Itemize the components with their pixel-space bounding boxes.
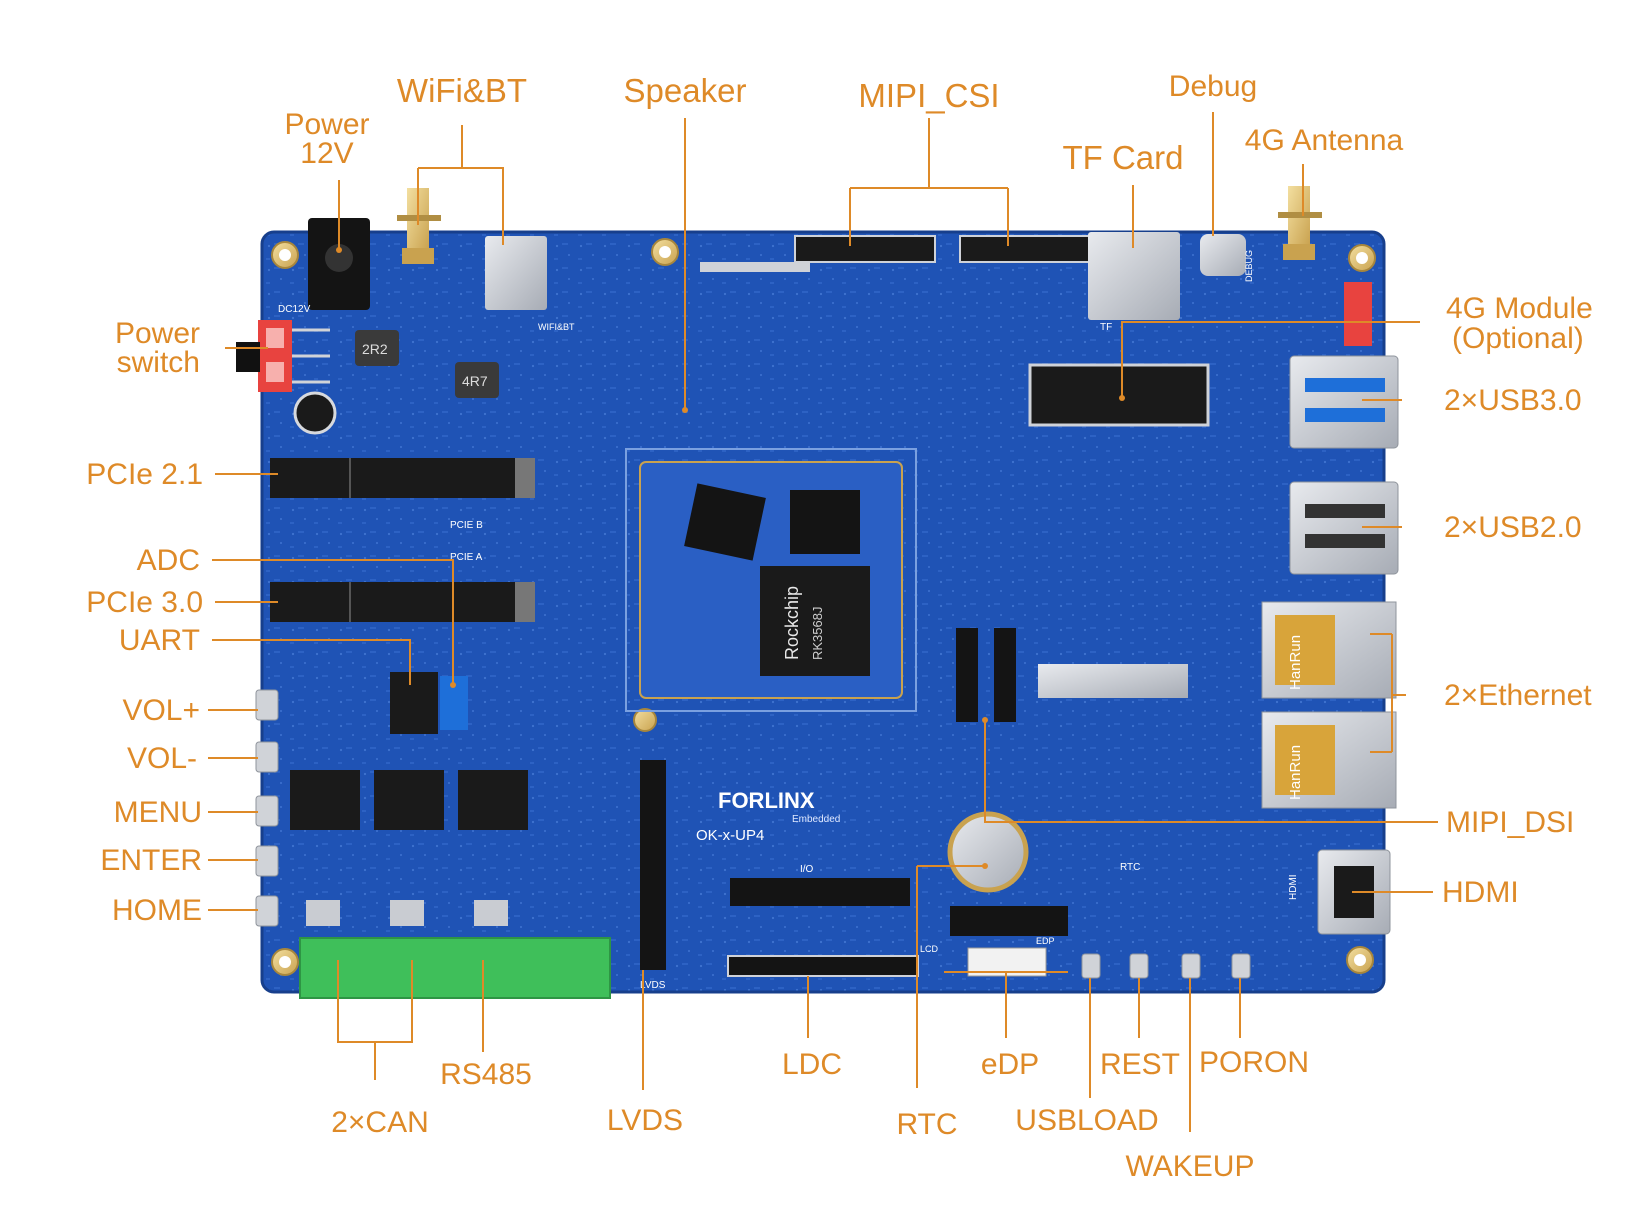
label-vol-minus: VOL- (126, 742, 197, 775)
silk-io: I/O (800, 864, 814, 875)
label-power-switch: Power switch (114, 317, 200, 379)
label-pcie30: PCIe 3.0 (86, 586, 203, 619)
silk-rtc: RTC (1120, 862, 1140, 873)
silk-edp: EDP (1036, 936, 1055, 946)
label-hdmi: HDMI (1442, 876, 1519, 909)
system-on-module: Rockchip RK3568J (625, 448, 917, 712)
silk-hdmi: HDMI (1288, 874, 1299, 900)
label-mipi-dsi: MIPI_DSI (1446, 806, 1575, 839)
label-power-12v: Power 12V (284, 108, 370, 170)
callout-lines (208, 112, 1438, 1132)
label-rs485: RS485 (440, 1058, 532, 1091)
label-enter: ENTER (100, 844, 202, 877)
eth-brand-2: HanRun (1287, 745, 1304, 800)
label-vol-plus: VOL+ (122, 694, 200, 727)
eth-brand-1: HanRun (1287, 635, 1304, 690)
tf-card-slot (1088, 232, 1180, 320)
silk-tf: TF (1100, 322, 1112, 333)
label-can: 2×CAN (331, 1106, 429, 1139)
silk-debug: DEBUG (1244, 250, 1254, 282)
label-home: HOME (112, 894, 202, 927)
side-buttons (255, 689, 279, 927)
mipi-dsi-connector-b (994, 628, 1016, 722)
silk-wifibt: WIFI&BT (538, 322, 575, 332)
mipi-csi-connector-1 (794, 235, 936, 263)
wifi-bt-module (485, 236, 547, 310)
silk-dc12v: DC12V (278, 304, 311, 315)
silk-lvds: LVDS (640, 980, 666, 991)
label-wakeup: WAKEUP (1125, 1150, 1255, 1183)
rtc-battery (947, 811, 1029, 893)
label-poron: PORON (1198, 1046, 1310, 1079)
mount-hole (633, 708, 657, 732)
label-rest: REST (1099, 1048, 1181, 1081)
label-4g-module: 4G Module (1446, 292, 1593, 325)
4g-dip-switch (1344, 282, 1372, 346)
uart-header (390, 672, 438, 734)
mipi-dsi-connector-a (956, 628, 978, 722)
pcie21-slot (270, 458, 535, 498)
bottom-buttons (1081, 953, 1251, 979)
ethernet-jack-1: HanRun (1261, 601, 1397, 699)
board-brand: FORLINX (718, 788, 815, 813)
label-adc: ADC (136, 544, 200, 577)
usb30-port (1289, 355, 1399, 449)
label-usb30: 2×USB3.0 (1444, 384, 1582, 417)
label-menu: MENU (113, 796, 202, 829)
silk-4r7: 4R7 (462, 373, 488, 389)
pcie30-slot (270, 582, 535, 622)
silk-pcie-a: PCIE A (450, 552, 483, 563)
mipi-csi-connector-2 (959, 235, 1101, 263)
silk-pcie-b: PCIE B (450, 520, 483, 531)
label-edp: eDP (980, 1048, 1040, 1081)
electrolytic-capacitor (293, 391, 337, 435)
ethernet-jack-2: HanRun (1261, 711, 1397, 809)
terminal-block (299, 937, 611, 999)
4g-antenna-connector (1278, 186, 1322, 260)
label-tf-card: TF Card (1062, 139, 1184, 176)
label-wifi-bt: WiFi&BT (396, 72, 528, 109)
label-4g-antenna: 4G Antenna (1244, 124, 1404, 157)
label-uart: UART (118, 624, 200, 657)
label-usb20: 2×USB2.0 (1444, 511, 1582, 544)
label-usbload: USBLOAD (1015, 1104, 1159, 1137)
label-lvds: LVDS (606, 1104, 684, 1137)
label-debug: Debug (1168, 70, 1258, 103)
lvds-header (640, 760, 666, 970)
label-mipi-csi: MIPI_CSI (858, 77, 1000, 114)
soc-brand: Rockchip (782, 586, 802, 660)
silk-2r2: 2R2 (362, 341, 388, 357)
label-pcie21: PCIe 2.1 (86, 458, 203, 491)
board-brand-sub: Embedded (792, 814, 840, 825)
lcd-connector (727, 955, 919, 977)
label-ldc: LDC (781, 1048, 843, 1081)
label-ethernet: 2×Ethernet (1444, 679, 1592, 712)
io-header (730, 878, 910, 906)
label-speaker: Speaker (623, 72, 747, 109)
silk-lcd: LCD (920, 944, 939, 954)
4g-module-slot (1028, 363, 1210, 427)
label-rtc: RTC (896, 1108, 958, 1141)
label-4g-module-note: (Optional) (1452, 322, 1584, 355)
soc-model: RK3568J (810, 607, 825, 660)
debug-usb-c (1200, 234, 1246, 276)
board-model: OK-x-UP4 (696, 827, 764, 844)
